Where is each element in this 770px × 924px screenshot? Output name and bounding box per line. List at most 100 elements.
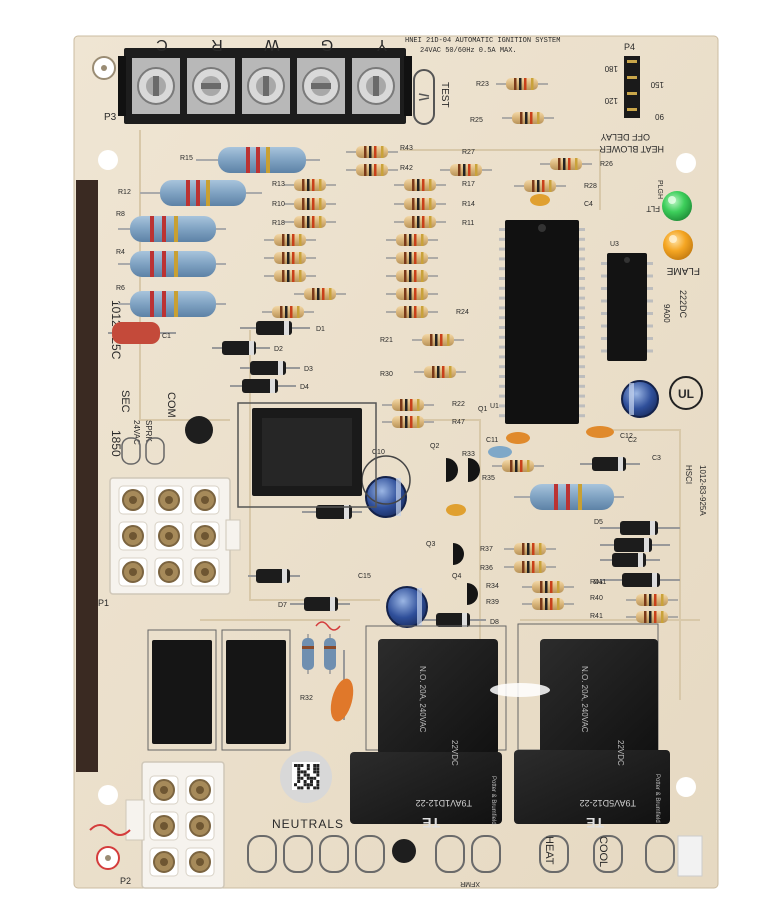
ic-pin [647, 299, 653, 303]
neutral-spade-4[interactable] [355, 835, 385, 873]
neutrals-label: NEUTRALS [272, 817, 344, 831]
ic-pin [601, 312, 607, 315]
label-r17: R17 [462, 181, 475, 188]
diode-d3 [240, 361, 300, 375]
capacitor-c13 [488, 446, 512, 458]
small-resistor [346, 164, 398, 176]
small-resistor [284, 216, 336, 228]
terminal-block-designator: P3 [104, 112, 117, 123]
ic-pin [579, 375, 585, 378]
ic-pin [647, 287, 653, 290]
terminal-block-p3[interactable] [118, 48, 412, 124]
connector-p1[interactable] [109, 477, 241, 595]
barcode-cell [306, 786, 310, 790]
barcode-cell [294, 764, 297, 767]
connector-pin-center [165, 532, 173, 540]
label-r47: R47 [452, 419, 465, 426]
barcode-cell [303, 783, 307, 787]
connector-pin-center [129, 568, 137, 576]
barcode-cell [316, 767, 320, 771]
barcode-sticker [280, 751, 332, 803]
label-c15: C15 [358, 573, 371, 580]
misc-spade[interactable] [645, 835, 675, 873]
label-r18: R18 [272, 220, 285, 227]
xfmr-spade-2[interactable] [471, 835, 501, 873]
cool-label: COOL [597, 836, 609, 867]
jumper-option-120: 120 [604, 96, 618, 105]
ic-pin [499, 326, 505, 329]
small-resistor [522, 581, 574, 593]
ic-pin [601, 324, 607, 328]
small-resistor [294, 288, 346, 300]
date-code: 9A00 [662, 304, 671, 323]
label-d4: D4 [300, 384, 309, 391]
ic-pin [499, 257, 505, 261]
jumper-caption-1: HEAT BLOWER [599, 144, 664, 154]
jumper-option-150: 150 [650, 80, 664, 89]
jumper-option-180: 180 [604, 64, 618, 73]
connector-p2[interactable] [125, 761, 225, 889]
terminal-letter-c: C [156, 36, 168, 53]
label-r37: R37 [480, 546, 493, 553]
label-r34: R34 [486, 583, 499, 590]
label-d5: D5 [594, 519, 603, 526]
ic-pin [579, 404, 585, 408]
barcode-cell [300, 786, 304, 790]
terminal-screw-w[interactable] [242, 58, 290, 114]
white-connector-stub[interactable] [677, 835, 703, 877]
test-pads[interactable] [413, 69, 435, 125]
neutral-spade-terminals[interactable] [247, 835, 703, 877]
black-knob [185, 416, 213, 444]
relay-right: N.O. 20A, 240VAC 22VDC T9AV5D12-22 Potte… [514, 623, 670, 831]
ic-pin [579, 316, 585, 320]
ic-pin [579, 286, 585, 290]
barcode-cell [297, 764, 301, 767]
label-c4: C4 [584, 201, 593, 208]
small-resistor [302, 634, 314, 674]
cool-spade[interactable] [593, 835, 623, 873]
small-resistor [492, 460, 544, 472]
terminal-screw-y[interactable] [352, 58, 400, 114]
ic-pin [579, 414, 585, 418]
small-resistor [264, 252, 316, 264]
ic-pin [499, 267, 505, 271]
neutral-spade-2[interactable] [283, 835, 313, 873]
capacitor-c4 [530, 194, 550, 206]
ic-pin [499, 335, 505, 339]
label-r42: R42 [400, 165, 413, 172]
relay-right-rating: N.O. 20A, 240VAC [580, 666, 589, 733]
jumper-header-p4[interactable] [624, 56, 640, 118]
small-resistor [346, 146, 398, 158]
terminal-screw-r[interactable] [187, 58, 235, 114]
neutral-spade-3[interactable] [319, 835, 349, 873]
barcode-cell [297, 776, 301, 780]
label-r23: R23 [476, 81, 489, 88]
com-label: COM [165, 392, 177, 418]
label-r30: R30 [380, 371, 393, 378]
ic-pin [499, 316, 505, 320]
electrolytic-capacitor-3 [621, 380, 659, 418]
capacitor-c11 [506, 432, 530, 444]
label-r24: R24 [456, 309, 469, 316]
diode-d1 [240, 321, 310, 335]
small-resistor [502, 112, 554, 124]
black-knob-2 [392, 839, 416, 863]
neutral-spade-1[interactable] [247, 835, 277, 873]
diode-d10 [248, 569, 300, 583]
ic-pin [499, 228, 505, 231]
barcode-cell [303, 770, 307, 774]
label-r28: R28 [584, 183, 597, 190]
label-c1: C1 [162, 333, 171, 340]
xfmr-spade-1[interactable] [435, 835, 465, 873]
label-d1: D1 [316, 326, 325, 333]
terminal-screw-g[interactable] [297, 58, 345, 114]
label-c3: C3 [652, 455, 661, 462]
ic-pin [579, 267, 585, 271]
ic-pin [579, 257, 585, 261]
relay-right-coil: 22VDC [616, 740, 625, 766]
terminal-screw-c[interactable] [132, 58, 180, 114]
sec-spade-pads[interactable] [121, 437, 165, 465]
heat-spade[interactable] [539, 835, 569, 873]
heat-label: HEAT [543, 836, 555, 865]
test-label: TEST [439, 82, 450, 108]
